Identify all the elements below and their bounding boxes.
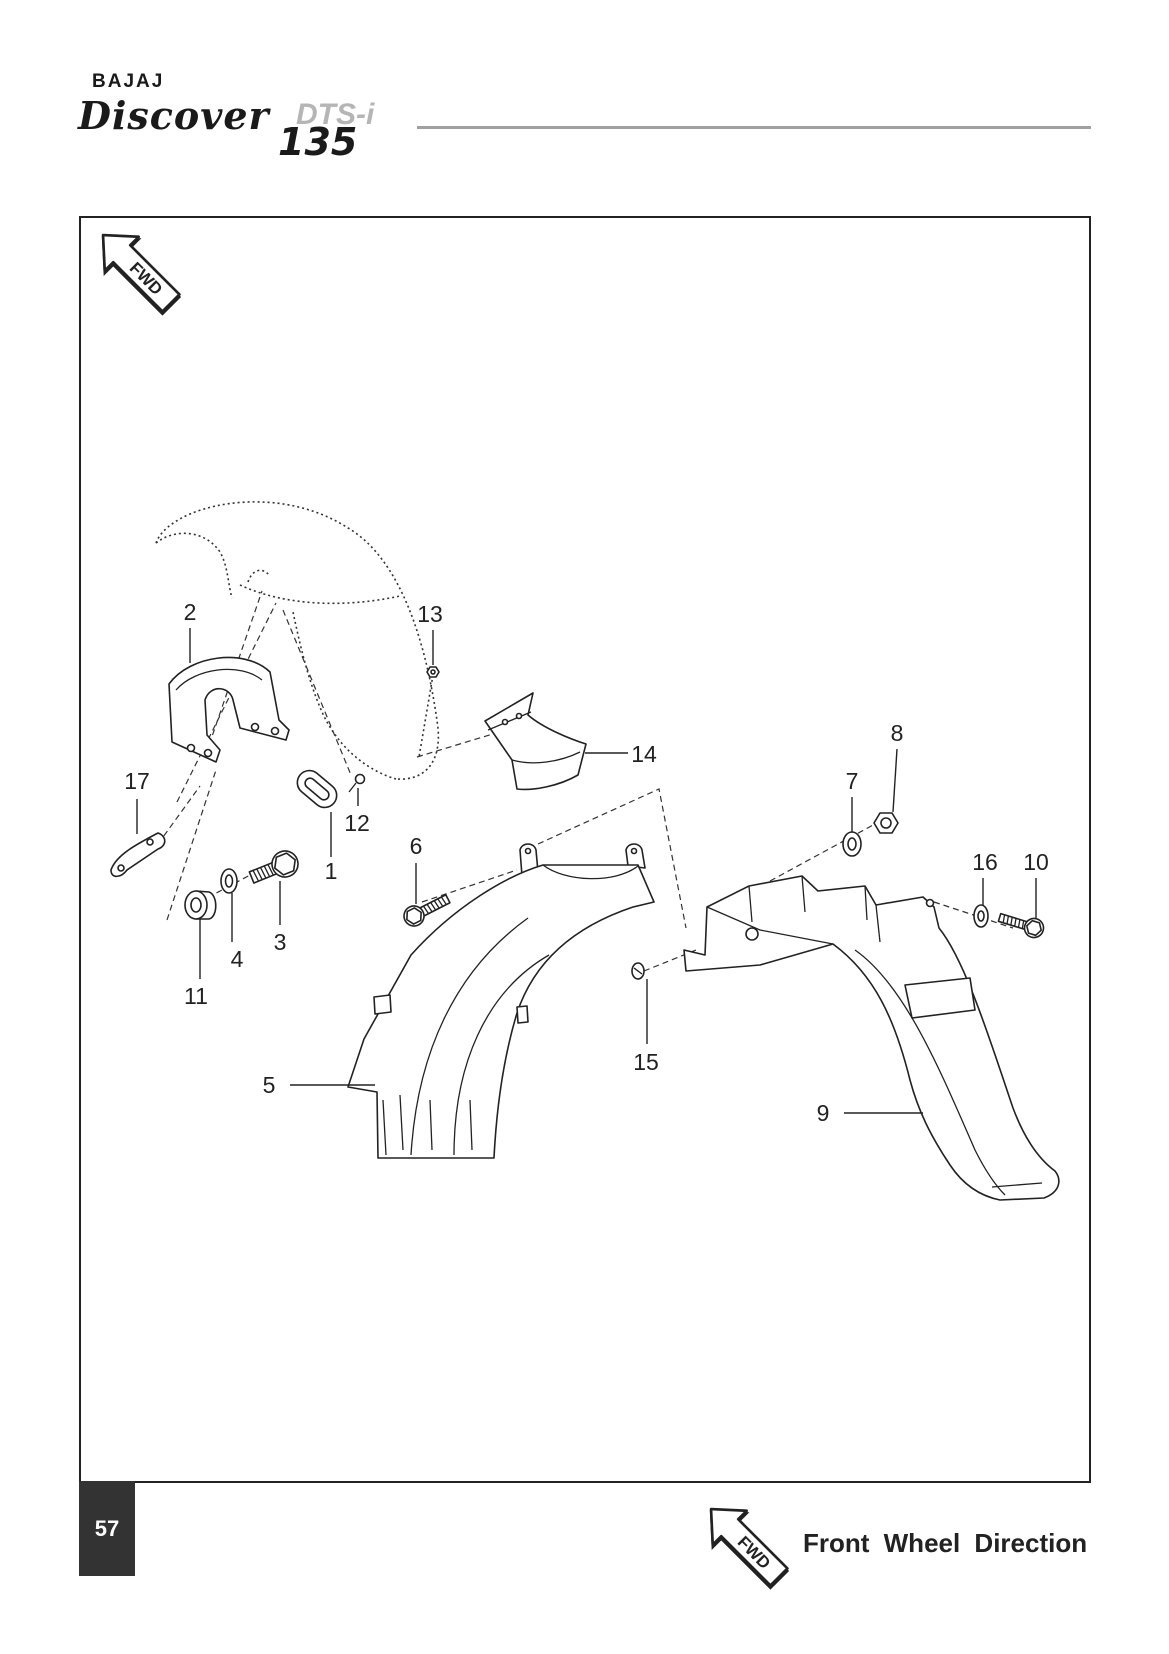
footer-fwd-label: FWD <box>734 1532 774 1572</box>
diagram-frame <box>79 216 1091 1483</box>
displacement-logo-text: 135 <box>278 120 358 164</box>
page-number: 57 <box>94 1515 120 1541</box>
footer-fwd-arrow-icon: FWD <box>709 1507 790 1590</box>
header-divider <box>417 126 1091 129</box>
variant-logo-text: DTS-i <box>296 98 375 131</box>
brand-logo-text: BAJAJ <box>92 71 165 92</box>
front-wheel-direction-legend: Front Wheel Direction <box>803 1528 1088 1558</box>
model-logo-text: Discover <box>78 93 270 138</box>
page-number-box: 57 <box>79 1481 135 1576</box>
